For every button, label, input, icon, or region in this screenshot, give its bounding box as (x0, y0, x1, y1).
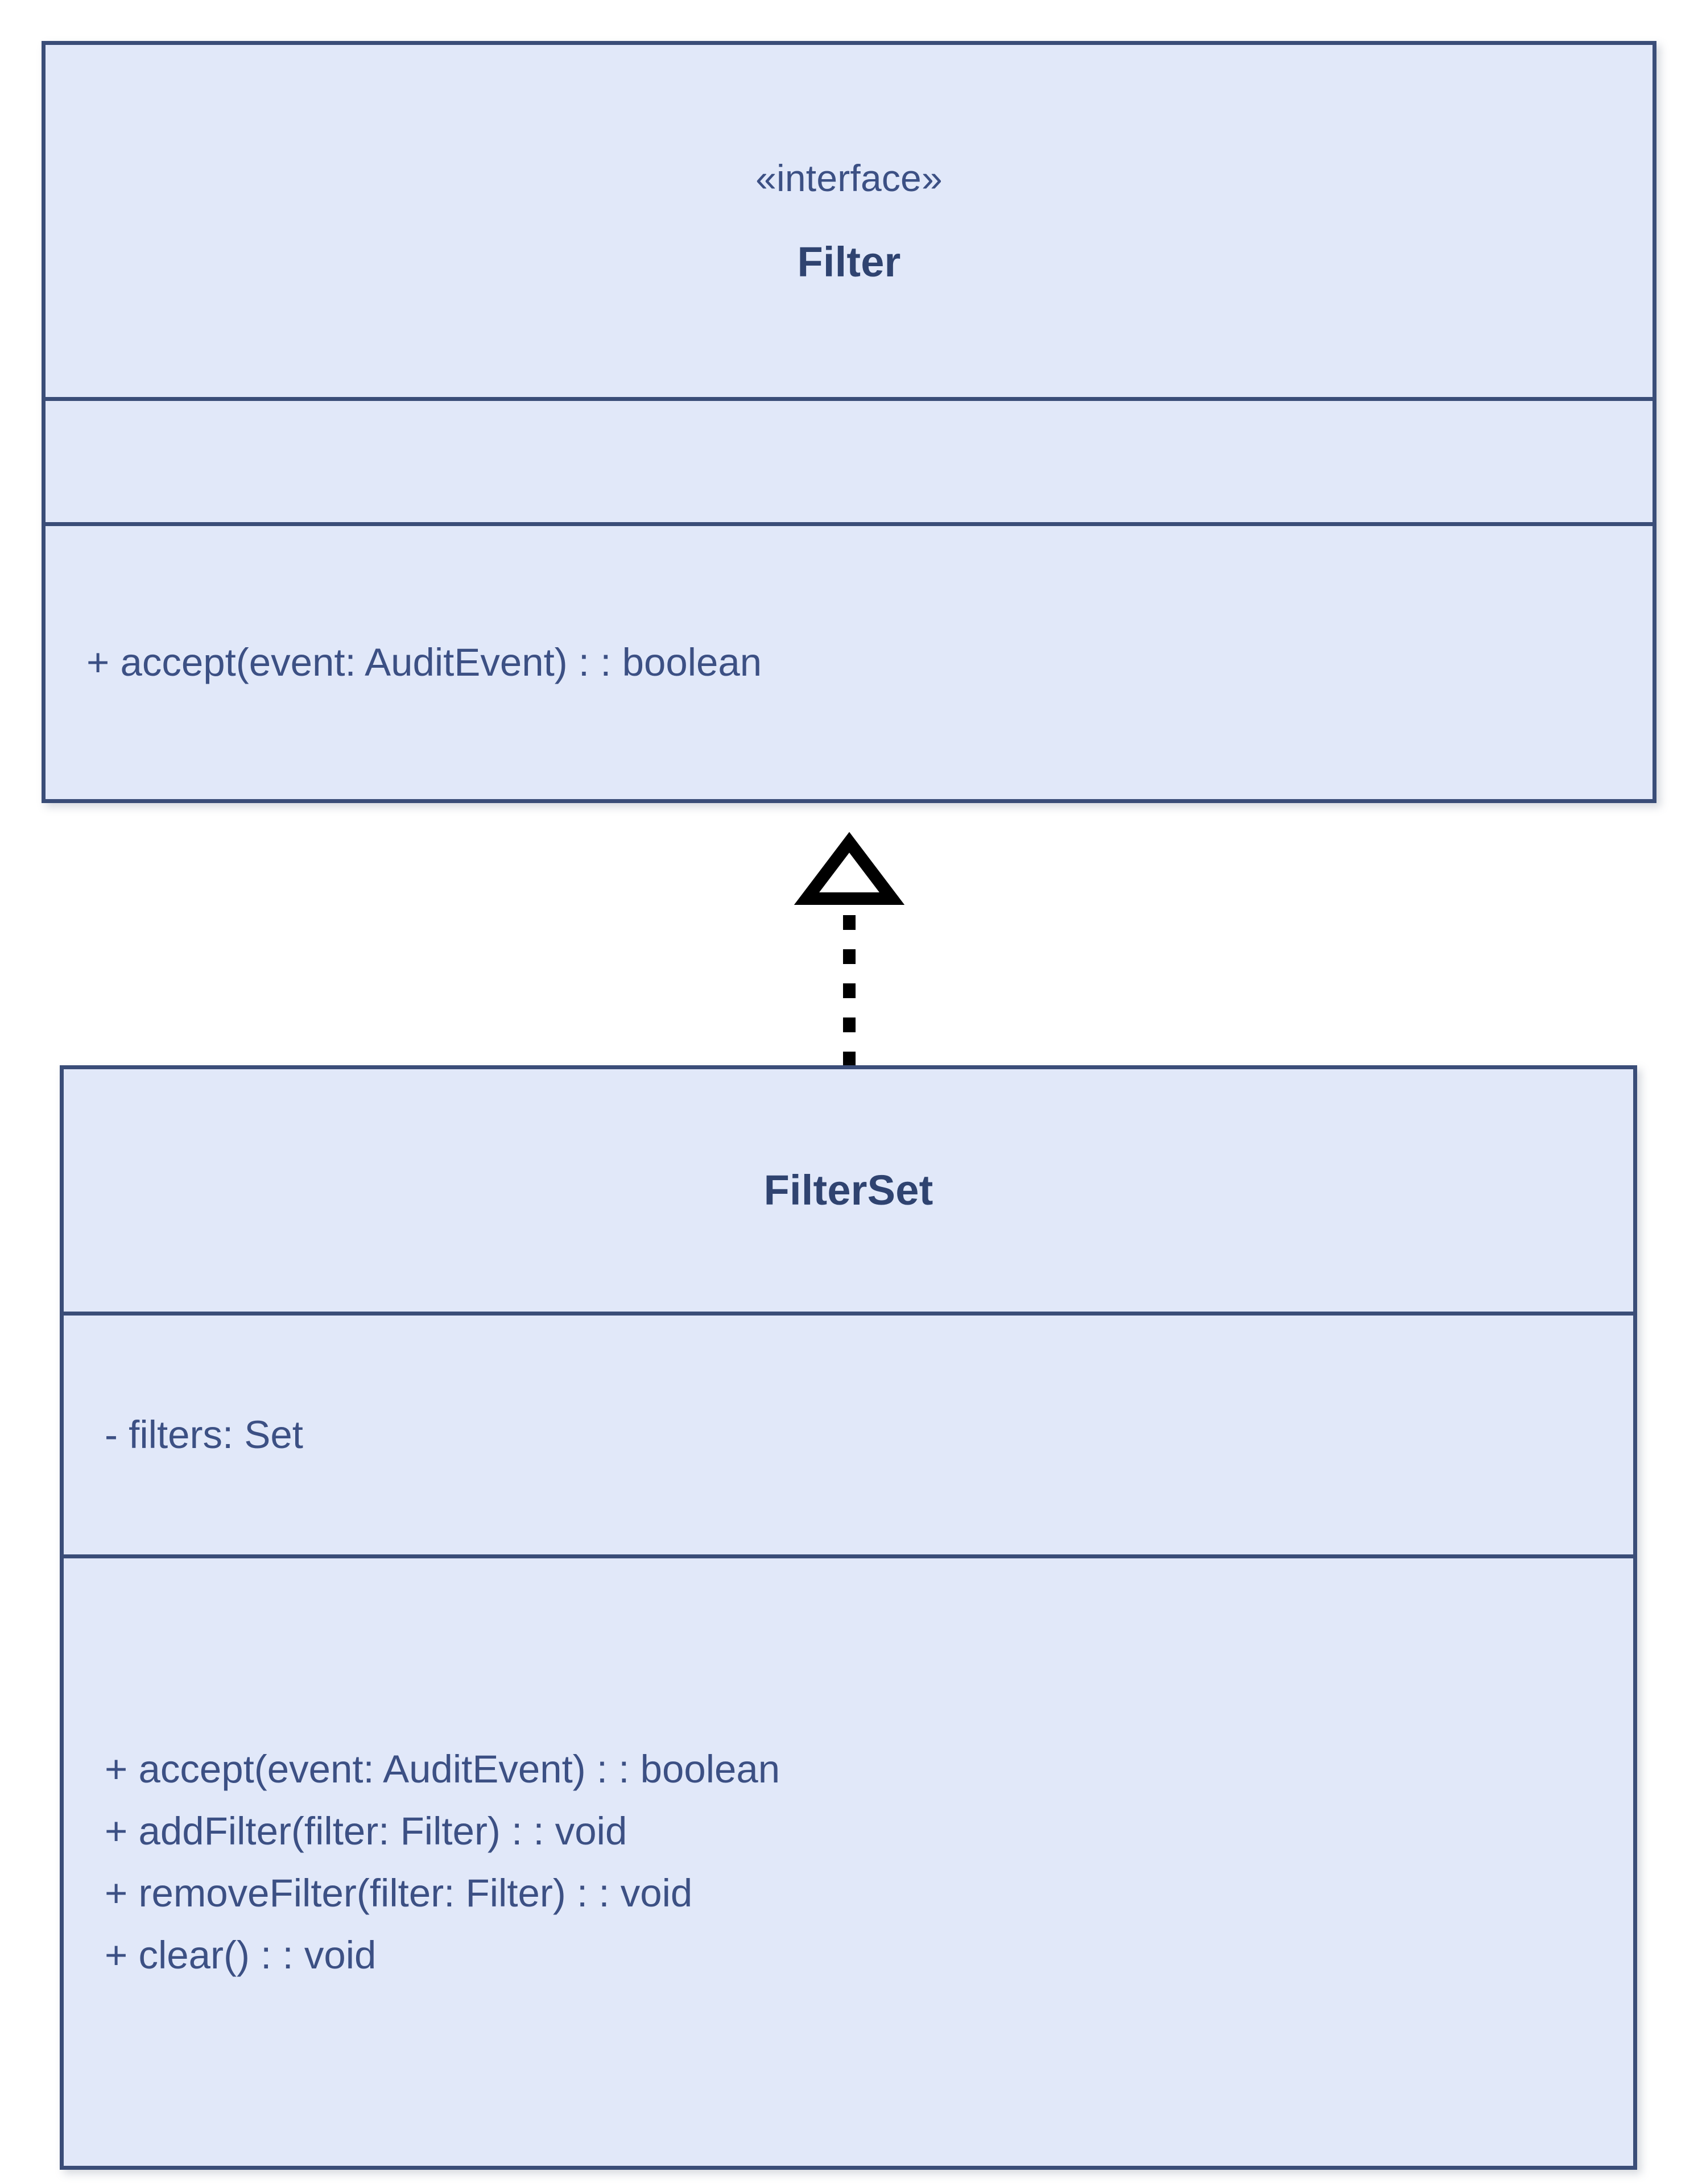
class-method: + removeFilter(filter: Filter) : : void (105, 1871, 693, 1915)
realization-connector-filterset-to-filter (794, 832, 905, 1066)
class-method: + accept(event: AuditEvent) : : boolean (105, 1747, 780, 1791)
class-method: + clear() : : void (105, 1933, 377, 1978)
class-node-filterset[interactable]: FilterSet - filters: Set + accept(event:… (60, 1065, 1637, 2170)
class-stereotype: «interface» (755, 156, 943, 199)
class-title: Filter (797, 238, 901, 286)
class-method: + addFilter(filter: Filter) : : void (105, 1809, 627, 1853)
class-attributes-filter (46, 397, 1653, 522)
class-method: + accept(event: AuditEvent) : : boolean (86, 640, 762, 685)
class-attributes-filterset: - filters: Set (64, 1312, 1633, 1554)
class-attribute: - filters: Set (105, 1413, 303, 1457)
class-methods-filterset: + accept(event: AuditEvent) : : boolean … (64, 1554, 1633, 2166)
class-title: FilterSet (763, 1167, 933, 1214)
class-node-filter[interactable]: «interface» Filter + accept(event: Audit… (42, 41, 1656, 803)
hollow-triangle-arrowhead (794, 832, 905, 905)
class-methods-filter: + accept(event: AuditEvent) : : boolean (46, 522, 1653, 799)
class-header-filter: «interface» Filter (46, 45, 1653, 397)
class-header-filterset: FilterSet (64, 1069, 1633, 1312)
